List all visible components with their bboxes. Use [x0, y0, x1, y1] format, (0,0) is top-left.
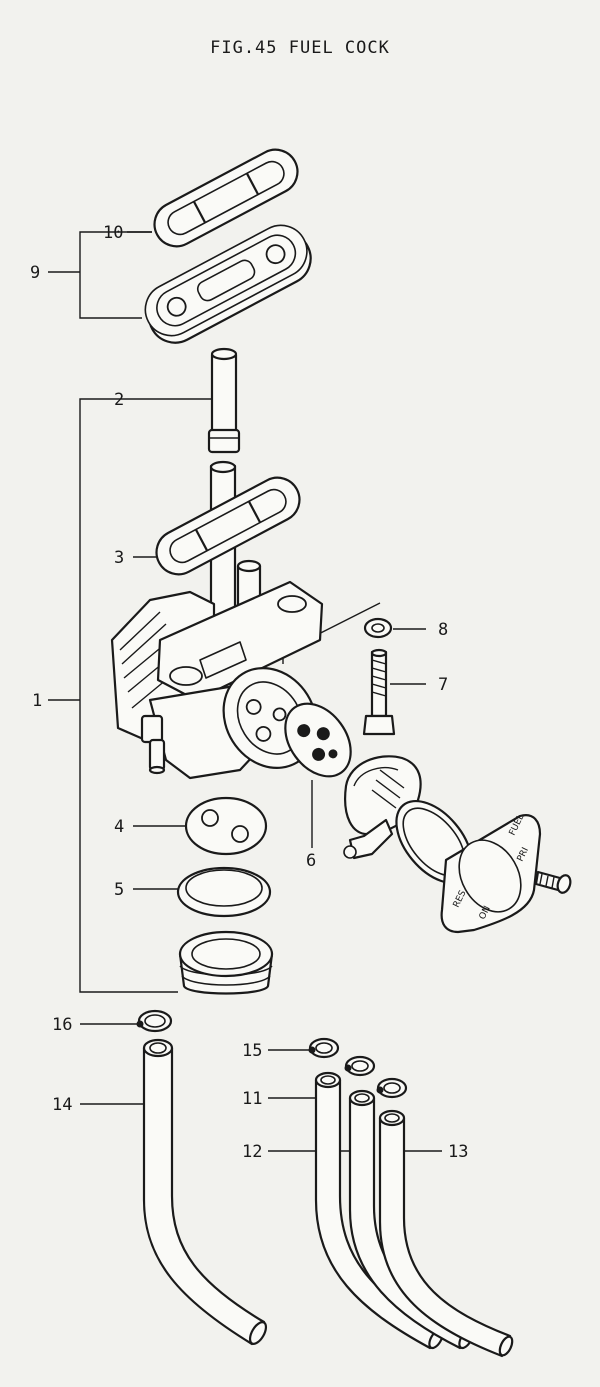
lever-plate: FUEL PRI RES ON	[440, 813, 542, 934]
valve-disc	[284, 702, 352, 778]
filter-tube	[207, 347, 241, 454]
callout-7: 7	[438, 675, 448, 695]
callout-12: 12	[242, 1142, 262, 1162]
seal-ring	[176, 866, 272, 918]
bolt	[362, 648, 396, 736]
figure-title: FIG.45 FUEL COCK	[210, 38, 390, 58]
cover-plate	[144, 224, 312, 344]
hose-clip-left	[136, 1009, 173, 1033]
callout-13: 13	[448, 1142, 468, 1162]
hose-clips-right	[308, 1037, 408, 1099]
callout-9: 9	[30, 263, 40, 283]
callout-11: 11	[242, 1089, 262, 1109]
gasket-top	[153, 148, 299, 248]
gasket-lower	[155, 476, 301, 576]
plate-screw	[534, 870, 572, 894]
callout-14: 14	[52, 1095, 72, 1115]
valve-body	[110, 580, 324, 780]
callout-2: 2	[114, 390, 124, 410]
callout-16: 16	[52, 1015, 72, 1035]
callout-6: 6	[306, 851, 316, 871]
leader-lines	[48, 231, 442, 1152]
hose-13	[378, 1109, 514, 1358]
valve-seat	[184, 796, 268, 856]
callout-8: 8	[438, 620, 448, 640]
callout-1: 1	[32, 691, 42, 711]
callout-5: 5	[114, 880, 124, 900]
callout-4: 4	[114, 817, 124, 837]
sediment-cup	[178, 930, 274, 995]
callout-10: 10	[103, 223, 123, 243]
callout-labels: 10 9 2 3 8 7 1 4 6 5 16 15 11 14 12 13	[30, 223, 468, 1162]
callout-15: 15	[242, 1041, 262, 1061]
callout-3: 3	[114, 548, 124, 568]
washer	[363, 617, 393, 639]
hose-single	[142, 1038, 268, 1346]
